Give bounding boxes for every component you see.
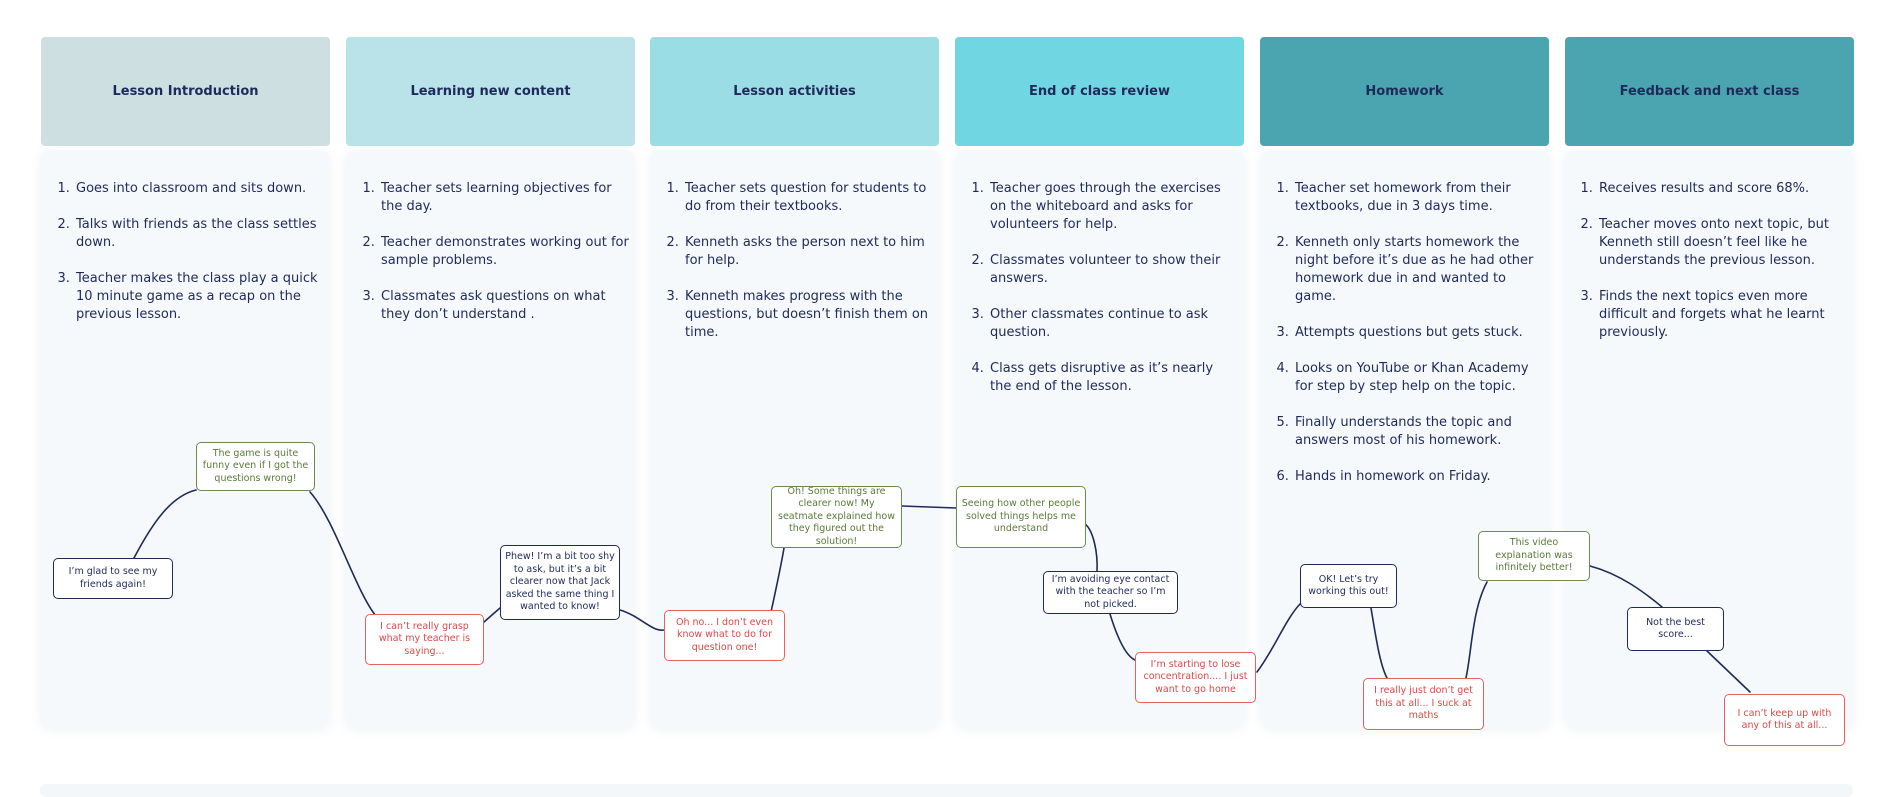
steps-list-end-of-class-review: Teacher goes through the exercises on th…: [956, 180, 1238, 414]
sentiment-note: Phew! I’m a bit too shy to ask, but it’s…: [500, 545, 620, 620]
sentiment-note: Oh! Some things are clearer now! My seat…: [771, 486, 902, 548]
stage-header-homework: Homework: [1260, 37, 1549, 146]
curve-segment: [309, 491, 377, 617]
step-item: Attempts questions but gets stuck.: [1293, 324, 1543, 342]
step-item: Classmates ask questions on what they do…: [379, 288, 629, 324]
stage-header-end-of-class-review: End of class review: [955, 37, 1244, 146]
step-item: Kenneth only starts homework the night b…: [1293, 234, 1543, 306]
sentiment-note: I’m glad to see my friends again!: [53, 558, 173, 599]
step-item: Classmates volunteer to show their answe…: [988, 252, 1238, 288]
curve-segment: [619, 609, 665, 631]
step-item: Kenneth asks the person next to him for …: [683, 234, 933, 270]
steps-list-homework: Teacher set homework from their textbook…: [1261, 180, 1543, 504]
step-item: Looks on YouTube or Khan Academy for ste…: [1293, 360, 1543, 396]
sentiment-note: This video explanation was infinitely be…: [1478, 531, 1590, 581]
step-item: Teacher sets question for students to do…: [683, 180, 933, 216]
steps-list-learning-new-content: Teacher sets learning objectives for the…: [347, 180, 629, 342]
curve-segment: [1084, 523, 1098, 572]
sentiment-note: The game is quite funny even if I got th…: [196, 442, 315, 491]
sentiment-note: I’m starting to lose concentration.... I…: [1135, 652, 1256, 703]
step-item: Class gets disruptive as it’s nearly the…: [988, 360, 1238, 396]
sentiment-note: I can’t really grasp what my teacher is …: [365, 614, 484, 665]
sentiment-note: Not the best score...: [1627, 607, 1724, 651]
step-item: Finally understands the topic and answer…: [1293, 414, 1543, 450]
sentiment-note: I’m avoiding eye contact with the teache…: [1043, 571, 1178, 614]
curve-segment: [1589, 565, 1663, 608]
step-item: Receives results and score 68%.: [1597, 180, 1847, 198]
step-item: Teacher demonstrates working out for sam…: [379, 234, 629, 270]
curve-segment: [133, 489, 197, 559]
stage-column-1: [40, 150, 330, 728]
sentiment-note: OK! Let’s try working this out!: [1300, 564, 1397, 608]
steps-list-lesson-introduction: Goes into classroom and sits down. Talks…: [42, 180, 324, 342]
steps-list-feedback-and-next-class: Receives results and score 68%. Teacher …: [1565, 180, 1847, 360]
stage-header-learning-new-content: Learning new content: [346, 37, 635, 146]
curve-segment: [483, 607, 501, 623]
steps-list-lesson-activities: Teacher sets question for students to do…: [651, 180, 933, 360]
stage-header-lesson-activities: Lesson activities: [650, 37, 939, 146]
curve-segment: [1256, 603, 1301, 673]
curve-segment: [770, 547, 785, 613]
curve-segment: [1465, 581, 1488, 679]
step-item: Goes into classroom and sits down.: [74, 180, 324, 198]
stage-header-feedback-and-next-class: Feedback and next class: [1565, 37, 1854, 146]
step-item: Teacher goes through the exercises on th…: [988, 180, 1238, 234]
stage-header-lesson-introduction: Lesson Introduction: [41, 37, 330, 146]
curve-segment: [1370, 607, 1388, 679]
step-item: Other classmates continue to ask questio…: [988, 306, 1238, 342]
step-item: Kenneth makes progress with the question…: [683, 288, 933, 342]
sentiment-note: Oh no... I don’t even know what to do fo…: [664, 610, 785, 661]
step-item: Finds the next topics even more difficul…: [1597, 288, 1847, 342]
step-item: Hands in homework on Friday.: [1293, 468, 1543, 486]
curve-segment: [1706, 650, 1751, 693]
curve-segment: [901, 505, 957, 509]
step-item: Talks with friends as the class settles …: [74, 216, 324, 252]
curve-segment: [1109, 613, 1136, 661]
sentiment-note: I can’t keep up with any of this at all.…: [1724, 694, 1845, 746]
sentiment-note: Seeing how other people solved things he…: [956, 486, 1086, 548]
step-item: Teacher sets learning objectives for the…: [379, 180, 629, 216]
sentiment-note: I really just don’t get this at all... I…: [1363, 678, 1484, 730]
bottom-band: [40, 784, 1853, 797]
step-item: Teacher set homework from their textbook…: [1293, 180, 1543, 216]
step-item: Teacher moves onto next topic, but Kenne…: [1597, 216, 1847, 270]
step-item: Teacher makes the class play a quick 10 …: [74, 270, 324, 324]
stage-column-5: [1260, 150, 1550, 728]
stage-column-4: [955, 150, 1245, 728]
